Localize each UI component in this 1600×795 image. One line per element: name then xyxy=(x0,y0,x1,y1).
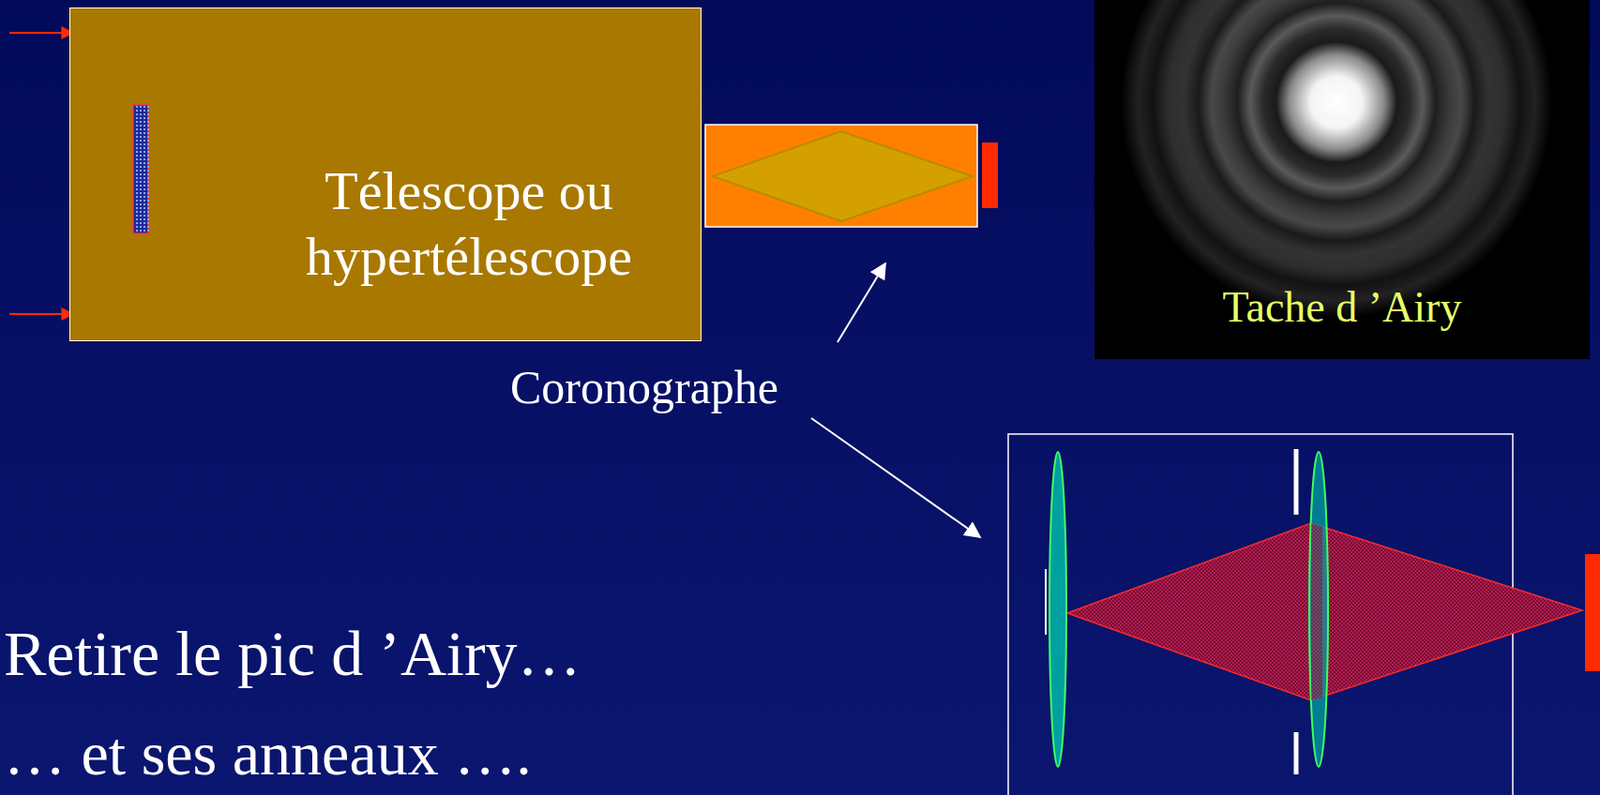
lens xyxy=(1309,452,1329,768)
beam-splitter xyxy=(132,104,150,235)
lyot-stop xyxy=(1294,732,1299,775)
occulting-mask xyxy=(1044,569,1047,635)
detector xyxy=(1584,554,1600,672)
coronograph-box xyxy=(705,124,978,227)
light-arrow xyxy=(9,31,74,34)
airy-panel: Tache d ’Airy xyxy=(1094,0,1590,360)
panel-caption: Tache d ’Airy xyxy=(1094,281,1590,333)
light-arrow xyxy=(9,313,74,316)
lens xyxy=(1049,452,1067,768)
telescope-box: Télescope ou hypertélescope xyxy=(69,7,702,342)
leader-arrow xyxy=(837,263,886,343)
box-title: Télescope ou hypertélescope xyxy=(248,158,690,289)
detector xyxy=(981,142,998,209)
note-text: Retire le pic d ’Airy… xyxy=(3,618,582,690)
beam-diamond xyxy=(712,131,973,222)
note-text: … et ses anneaux …. xyxy=(3,720,532,789)
beam-hatched-overlap xyxy=(1311,523,1323,701)
lyot-stop xyxy=(1294,449,1299,515)
leader-arrow xyxy=(811,418,981,538)
callout-label: Coronographe xyxy=(510,362,779,414)
